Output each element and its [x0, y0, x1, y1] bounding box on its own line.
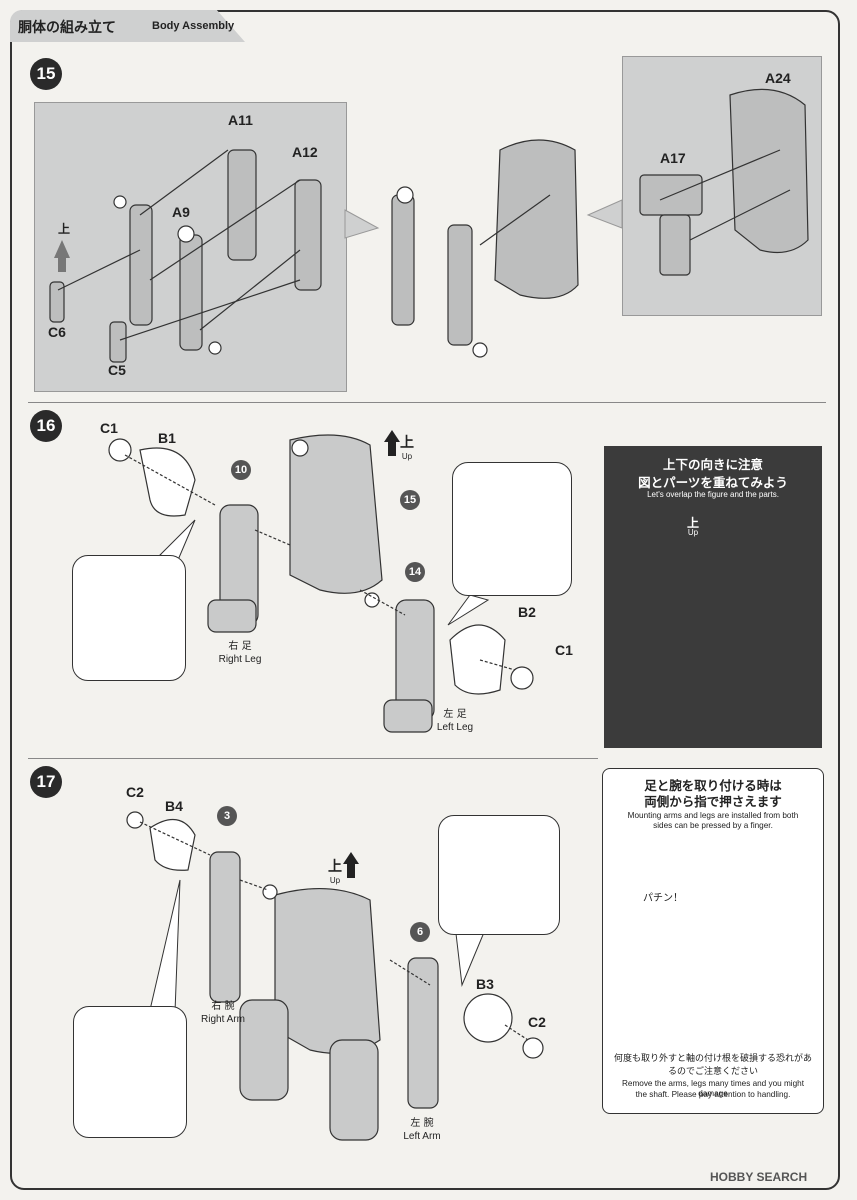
label-b1: B1 [158, 430, 176, 446]
part-a12 [294, 179, 322, 291]
orientation-note-up-jp: 上 [686, 516, 699, 530]
orientation-note-line1: 上下の向きに注意 [662, 457, 763, 472]
up-label-17: 上 Up [328, 856, 342, 885]
orientation-note-line2: 図とパーツを重ねてみよう [638, 475, 788, 490]
detail-bubble-right-leg [72, 555, 186, 681]
body-torso-15 [494, 139, 579, 299]
label-c1-top: C1 [100, 420, 118, 436]
part-a11 [227, 149, 257, 261]
watermark: HOBBY SEARCH [710, 1170, 808, 1184]
up-label-15: 上 [58, 222, 71, 236]
caption-left-leg-en: Left Leg [436, 722, 474, 733]
up-label-16: 上 Up [400, 432, 414, 461]
step-17-number: 17 [30, 766, 62, 798]
press-note-en1: Mounting arms and legs are installed fro… [627, 811, 799, 820]
caption-right-leg: 右 足 Right Leg [205, 640, 275, 666]
up-label-17-jp: 上 [328, 859, 342, 875]
press-note-line2: 両側から指で押さえます [644, 794, 782, 809]
step-15-number: 15 [30, 58, 62, 90]
orientation-note-box: 上下の向きに注意 図とパーツを重ねてみよう Let's overlap the … [604, 446, 822, 748]
label-c2-bottom: C2 [528, 1014, 546, 1030]
label-c1-bottom: C1 [555, 642, 573, 658]
part-c6 [49, 281, 65, 323]
body-assembly-17 [274, 888, 381, 1054]
label-b3: B3 [476, 976, 494, 992]
header-title-en: Body Assembly [152, 20, 235, 32]
part-b1-shape [139, 447, 196, 517]
part-b3-shape [463, 993, 513, 1043]
header-title-jp: 胴体の組み立て [18, 20, 116, 36]
caption-right-leg-jp: 右 足 [228, 641, 252, 652]
label-a12: A12 [292, 144, 318, 160]
step-16-number: 16 [30, 410, 62, 442]
left-arm-part [407, 957, 439, 1109]
label-a11: A11 [228, 112, 253, 128]
press-note-warn-jp: 何度も取り外すと軸の付け根を破損する恐れがあるのでご注意ください [613, 1054, 812, 1077]
orientation-note-up-en: Up [687, 528, 699, 537]
label-b4: B4 [165, 798, 183, 814]
caption-right-arm-jp: 右 腕 [211, 1001, 235, 1012]
body-front-15 [391, 194, 415, 326]
sub-step-3: 3 [217, 806, 237, 826]
label-b2: B2 [518, 604, 536, 620]
press-note-warn-en2: the shaft. Please pay attention to handl… [635, 1090, 791, 1099]
caption-left-arm: 左 腕 Left Arm [387, 1117, 457, 1143]
caption-left-arm-jp: 左 腕 [410, 1118, 434, 1129]
up-label-16-en: Up [401, 452, 413, 461]
right-arm-part [209, 851, 241, 1003]
divider-15-16 [28, 402, 826, 403]
caption-left-leg-jp: 左 足 [443, 709, 467, 720]
label-c2-top: C2 [126, 784, 144, 800]
sub-step-6: 6 [410, 922, 430, 942]
detail-bubble-left-leg [452, 462, 572, 596]
part-a24 [729, 88, 809, 253]
sub-step-14: 14 [405, 562, 425, 582]
label-c6: C6 [48, 324, 66, 340]
caption-left-arm-en: Left Arm [403, 1131, 441, 1142]
up-label-16-jp: 上 [400, 435, 414, 451]
detail-bubble-left-arm [438, 815, 560, 935]
label-c5: C5 [108, 362, 126, 378]
caption-right-arm-en: Right Arm [201, 1014, 245, 1025]
caption-left-leg: 左 足 Left Leg [420, 708, 490, 734]
label-a17: A17 [660, 150, 686, 166]
orientation-note-en: Let's overlap the figure and the parts. [647, 490, 779, 499]
caption-right-leg-en: Right Leg [218, 654, 262, 665]
caption-right-arm: 右 腕 Right Arm [188, 1000, 258, 1026]
press-note-box: 足と腕を取り付ける時は 両側から指で押さえます Mounting arms an… [602, 768, 824, 1114]
up-label-17-en: Up [329, 876, 341, 885]
section-header: 胴体の組み立て Body Assembly [10, 10, 840, 42]
press-note-en2: sides can be pressed by a finger. [653, 821, 773, 830]
sub-step-15: 15 [400, 490, 420, 510]
divider-16-17 [28, 758, 598, 759]
sub-step-10: 10 [231, 460, 251, 480]
part-b4-shape [149, 819, 196, 871]
detail-bubble-right-arm [73, 1006, 187, 1138]
press-note-line1: 足と腕を取り付ける時は [644, 778, 782, 793]
part-c5 [109, 321, 127, 363]
press-note-sfx: パチン！ [643, 893, 683, 904]
body-assembly-16 [289, 434, 383, 594]
header-tab [10, 10, 245, 42]
label-a9: A9 [172, 204, 190, 220]
label-a24: A24 [765, 70, 791, 86]
press-note-warn-en1: Remove the arms, legs many times and you… [621, 1079, 805, 1098]
part-a9-left-half [129, 204, 153, 326]
part-b2-shape [449, 624, 506, 695]
